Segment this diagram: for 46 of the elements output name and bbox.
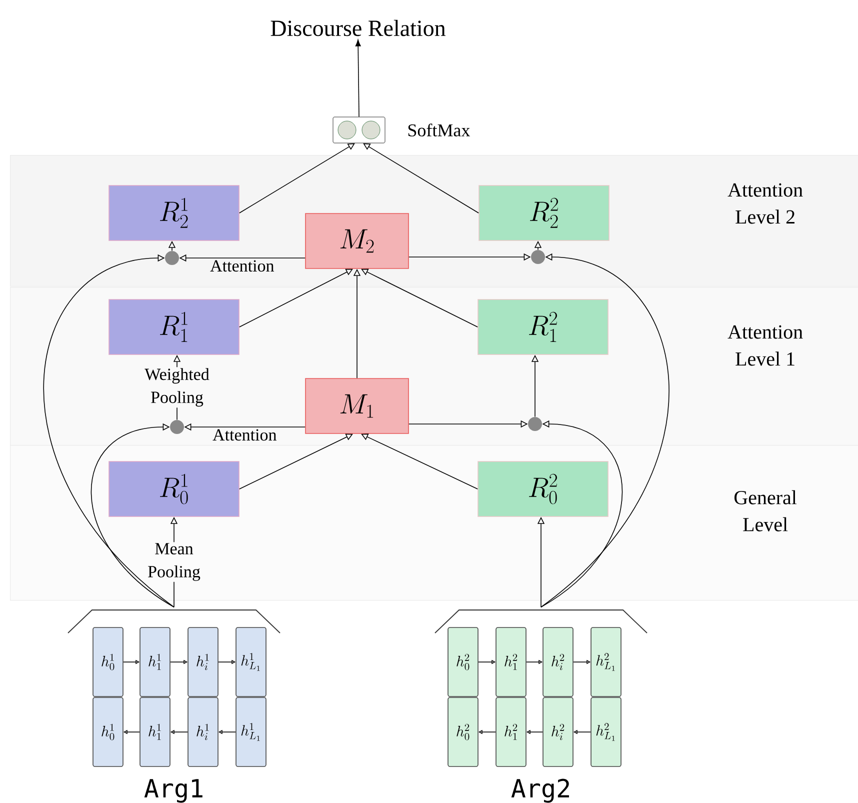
arrow: [239, 143, 355, 214]
vector-box: $R^{2}_{1}$: [478, 299, 608, 355]
edge-label: Mean Pooling: [146, 542, 202, 582]
hidden-state-cell: $h^{2}_{L_1}$: [590, 697, 622, 767]
edge-label: Attention: [212, 429, 277, 441]
output-label: Discourse Relation: [270, 20, 446, 36]
vector-box: $R^{2}_{0}$: [478, 461, 608, 517]
arrow: [90, 423, 174, 608]
junction-dot: [531, 250, 545, 264]
junction-dot: [170, 420, 184, 434]
vector-box: $R^{2}_{2}$: [478, 185, 610, 241]
arrow: [239, 434, 353, 490]
vector-box: $R^{1}_{0}$: [108, 461, 240, 517]
hidden-state-cell: $h^{2}_{1}$: [496, 627, 526, 697]
junction-dot: [165, 251, 179, 265]
hidden-state-cell: $h^{1}_{1}$: [140, 697, 170, 767]
arrow: [239, 268, 353, 328]
vector-box: $R^{1}_{2}$: [108, 185, 240, 241]
node-label: Attention Level 1: [728, 325, 803, 366]
edge-label: Attention: [210, 260, 274, 272]
arrow: [361, 268, 478, 328]
hidden-state-cell: $h^{2}_{i}$: [542, 697, 574, 767]
softmax-box: [332, 116, 386, 144]
memory-box: $M_{2}$: [305, 213, 409, 269]
vector-box: $R^{1}_{1}$: [108, 299, 240, 355]
hidden-state-cell: $h^{2}_{L_1}$: [590, 627, 622, 697]
junction-dot: [528, 417, 542, 431]
hidden-state-cell: $h^{1}_{0}$: [92, 627, 124, 697]
arrow: [361, 434, 478, 490]
hidden-state-cell: $h^{1}_{1}$: [140, 627, 170, 697]
hidden-state-cell: $h^{1}_{L_1}$: [236, 697, 266, 767]
hidden-state-cell: $h^{2}_{0}$: [448, 697, 478, 767]
hidden-state-cell: $h^{1}_{L_1}$: [236, 627, 266, 697]
hidden-state-cell: $h^{1}_{0}$: [92, 697, 124, 767]
edge-label: Weighted Pooling: [144, 367, 210, 408]
arrow: [355, 40, 361, 118]
hidden-state-cell: $h^{2}_{1}$: [496, 697, 526, 767]
arrow: [43, 254, 174, 608]
memory-box: $M_{1}$: [305, 378, 409, 434]
hidden-state-cell: $h^{1}_{i}$: [188, 627, 218, 697]
hidden-state-cell: $h^{1}_{i}$: [188, 697, 218, 767]
node-caption: SoftMax: [408, 124, 470, 136]
node-label: Attention Level 2: [728, 183, 803, 224]
hidden-state-cell: $h^{2}_{i}$: [542, 627, 574, 697]
hidden-state-cell: $h^{2}_{0}$: [448, 627, 478, 697]
arrow: [363, 143, 479, 214]
